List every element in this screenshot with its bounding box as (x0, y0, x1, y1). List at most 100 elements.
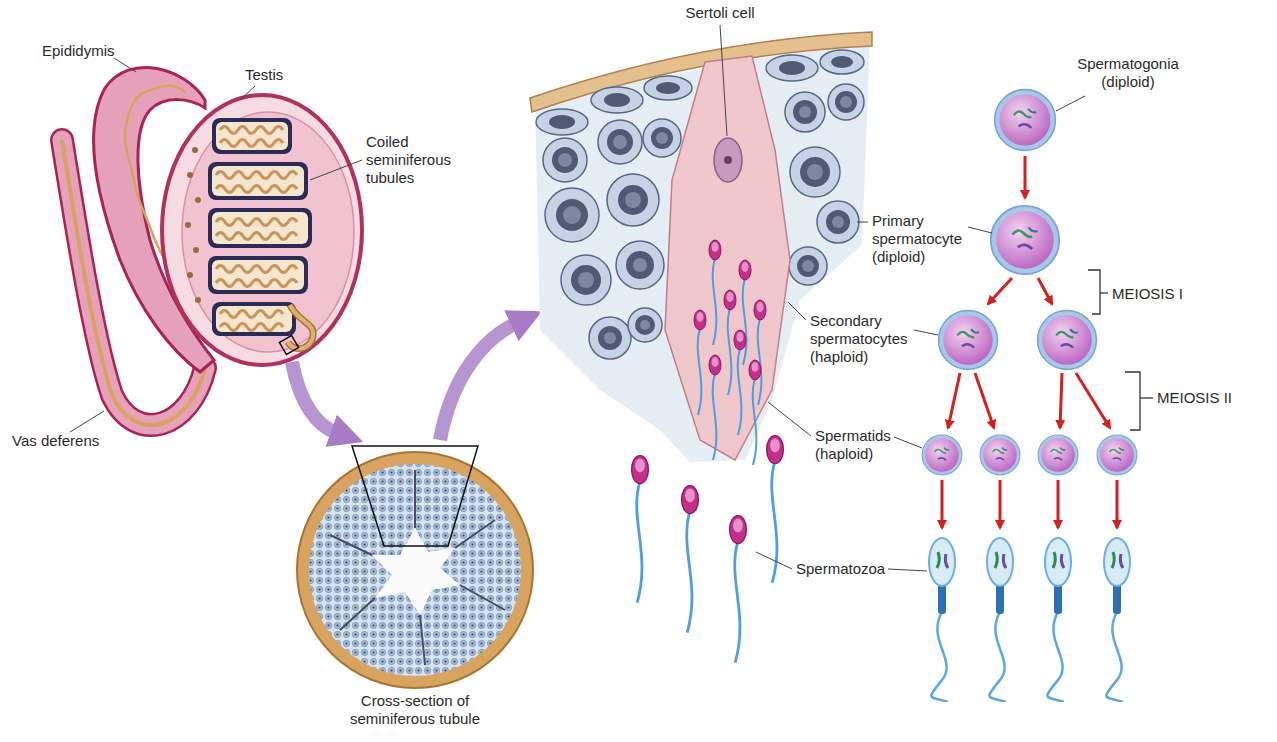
testis-lobule (216, 122, 288, 150)
spermatocyte-cell (616, 241, 664, 289)
spermatocyte-cell (797, 255, 819, 277)
tubule-exit (288, 305, 313, 349)
cell-label: Spermatogonia (diploid) (1073, 55, 1183, 91)
meiosis-bracket (1100, 292, 1108, 293)
tubule-exit (279, 335, 298, 354)
testis-organ (182, 112, 354, 352)
leader-line (70, 411, 104, 432)
spermatogonium-cell (604, 93, 630, 107)
spermatocyte-cell (807, 164, 823, 180)
spermatozoon-figure (929, 538, 1130, 702)
testis-lobule (212, 212, 308, 244)
spermatogonium-cell (779, 61, 805, 75)
spermatozoon-figure (1104, 538, 1130, 702)
spermatocyte-cell (607, 174, 659, 226)
stage-arrow (942, 156, 1117, 528)
spermatozoon-figure (1045, 538, 1071, 702)
spermatocyte-cell (817, 201, 859, 243)
germ-cell-circle (1038, 435, 1078, 475)
testis-lobule (208, 208, 312, 248)
spermatocyte-cell (789, 247, 827, 285)
spermatid-cell (734, 330, 746, 435)
caption: Cross-section of seminiferous tubule (325, 692, 505, 728)
testis-lobule (220, 140, 283, 147)
testis-lobule (220, 324, 283, 331)
testis-organ (195, 297, 201, 303)
structure-label: Vas deferens (12, 432, 99, 450)
germ-cell-circle (1097, 435, 1137, 475)
meiosis-bracket (1125, 372, 1140, 430)
label-anchor: Spermatogonia (diploid) (1073, 55, 1183, 91)
spermatid-cell (749, 360, 761, 465)
testis-lobule (220, 127, 283, 134)
spermatocyte-cell (802, 260, 814, 272)
testis-organ (195, 197, 201, 203)
leader-line (888, 569, 927, 571)
leader-line (968, 227, 992, 233)
sertoli-cell (724, 156, 732, 164)
spermatocyte-cell (589, 317, 631, 359)
leader-line (114, 58, 136, 72)
spermatozoon-figure (987, 538, 1013, 702)
leader-line (756, 552, 792, 569)
sertoli-cell (714, 138, 742, 182)
leader-line (241, 86, 255, 99)
meiosis-bracket (1088, 270, 1100, 314)
germ-cell-circle (922, 435, 962, 475)
stage-arrow (975, 373, 994, 428)
label-anchor: Primary spermatocyte (diploid) (872, 212, 982, 266)
spermatocyte-cell (835, 91, 857, 113)
testis-organ (162, 95, 362, 365)
tubule-wall-detail (530, 32, 872, 462)
free-spermatozoon (632, 456, 649, 603)
testis-lobule (208, 162, 308, 200)
stage-arrow (941, 480, 944, 528)
germ-cell-circle (922, 90, 1137, 475)
tubule-cross-section (297, 452, 533, 688)
tubule-cross-section (309, 464, 521, 676)
testis-organ (187, 272, 193, 278)
stage-arrow (1116, 480, 1119, 528)
spermatocyte-cell (793, 100, 817, 124)
stage-label: MEIOSIS I (1112, 285, 1183, 303)
leader-line (857, 222, 868, 223)
spermatocyte-cell (561, 255, 611, 305)
spermatocyte-cell (840, 96, 852, 108)
stage-arrow (1076, 373, 1110, 428)
structure-label: Coiled seminiferous tubules (366, 133, 466, 187)
germ-cell-circle (980, 435, 1020, 475)
label-anchor: Epididymis (42, 42, 115, 60)
spermatocyte-cell (563, 206, 581, 224)
free-spermatozoon (632, 436, 784, 663)
spermatogonium-cell (536, 109, 588, 135)
spermatocyte-cell (832, 216, 844, 228)
spermatogonium-cell (820, 50, 864, 74)
structure-label: Sertoli cell (670, 4, 770, 22)
spermatocyte-cell (626, 251, 654, 279)
structure-label: Testis (245, 66, 283, 84)
label-anchor: MEIOSIS I (1112, 285, 1183, 303)
stage-arrow (948, 373, 960, 428)
testis-lobule (212, 166, 304, 196)
label-anchor: MEIOSIS II (1157, 389, 1232, 407)
sertoli-cell (665, 56, 790, 460)
cell-label: Secondary spermatocytes (haploid) (810, 312, 920, 366)
leader-line (894, 437, 922, 448)
leader-line (768, 402, 811, 436)
sertoli-cell (665, 56, 790, 460)
stage-label: MEIOSIS II (1157, 389, 1232, 407)
testis-lobule (212, 302, 296, 336)
stage-arrow (999, 480, 1002, 528)
leader-line (914, 330, 938, 335)
germ-cell-circle (991, 206, 1059, 274)
testis-lobule (212, 118, 292, 154)
cell-label: Primary spermatocyte (diploid) (872, 212, 982, 266)
stage-arrow (1060, 373, 1062, 428)
spermatogonium-cell (766, 55, 818, 81)
spermatozoon-figure (929, 538, 955, 702)
testis-lobule (216, 306, 292, 332)
testis-lobule (212, 260, 304, 290)
spermatocyte-cell (556, 199, 588, 231)
testis-lobule (208, 256, 308, 294)
